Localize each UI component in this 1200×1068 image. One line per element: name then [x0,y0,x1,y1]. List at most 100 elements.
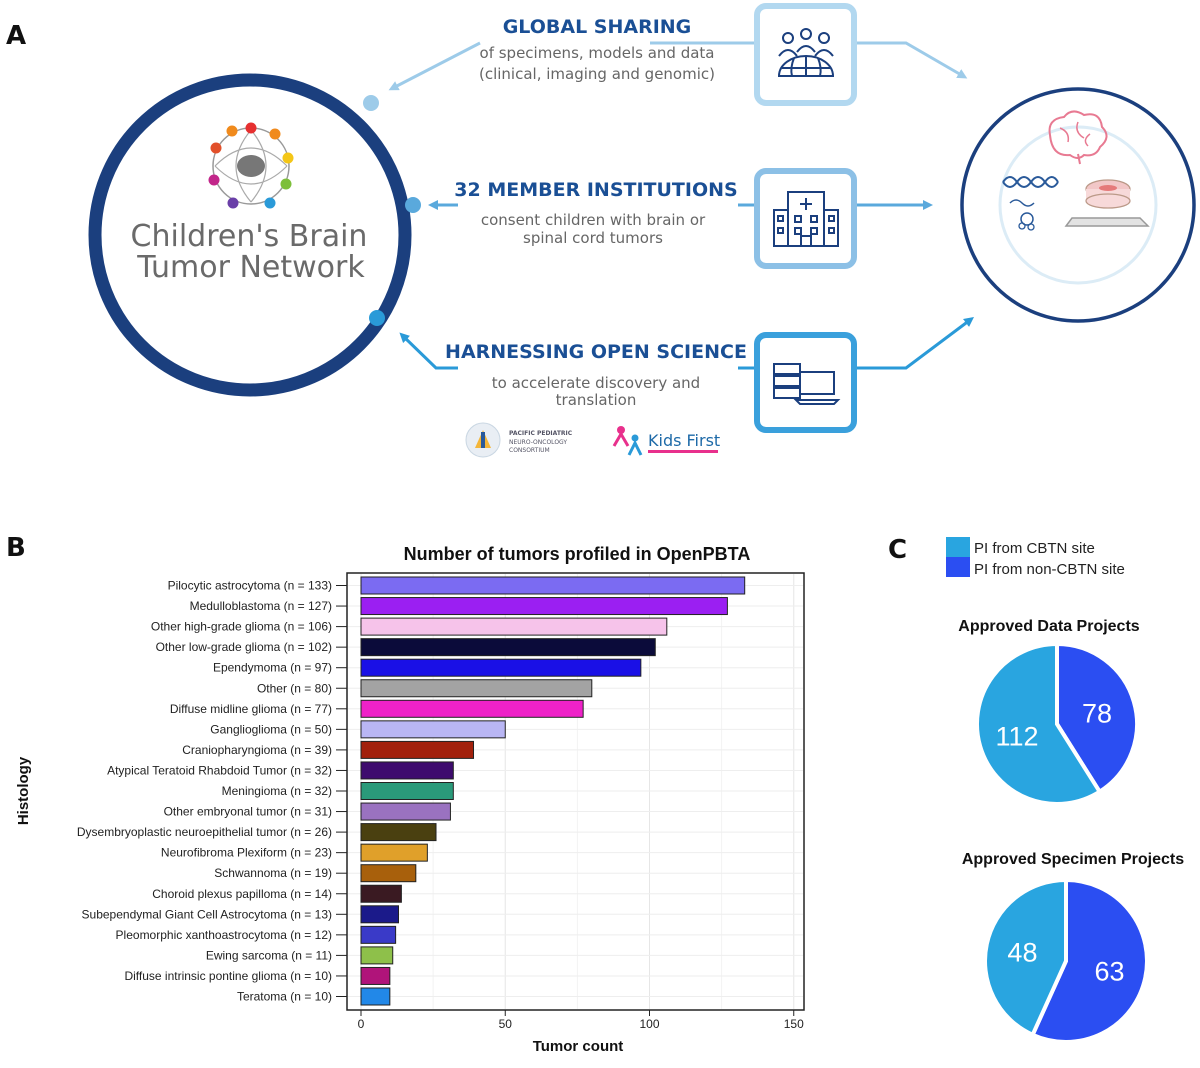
kids-first-name: Kids First [648,431,720,450]
legend-label-cbtn: PI from CBTN site [974,540,1095,557]
pnoc-logo-line1: PACIFIC PEDIATRIC [509,430,573,437]
bar-chart-x-ticks: 0 50 100 150 [358,1010,804,1031]
bar-category-label: Atypical Teratoid Rhabdoid Tumor (n = 32… [107,763,332,777]
bar [360,864,417,883]
bar-chart-title: Number of tumors profiled in OpenPBTA [404,544,751,564]
pnoc-logo: PACIFIC PEDIATRIC NEURO-ONCOLOGY CONSORT… [465,422,573,458]
legend-swatch-non-cbtn [946,557,970,577]
bar-chart-x-axis-title: Tumor count [533,1038,624,1055]
global-sharing-arrow-left [388,41,481,91]
network-name-line1: Children's Brain [131,219,368,254]
pie-specimen-projects-title: Approved Specimen Projects [962,851,1184,868]
pnoc-logo-line3: CONSORTIUM [509,447,550,454]
bar-category-label: Other high-grade glioma (n = 106) [151,620,332,634]
bar [360,638,656,657]
bar [360,884,402,903]
bar-category-label: Meningioma (n = 32) [222,784,332,798]
pie-slice-cbtn [983,877,1068,1038]
bar-category-label: Choroid plexus papilloma (n = 14) [152,887,332,901]
open-science-node [369,310,385,326]
cell-icon [1009,199,1035,231]
bar-category-label: Subependymal Giant Cell Astrocytoma (n =… [82,907,332,921]
bar-category-label: Teratoma (n = 10) [237,990,332,1004]
kids-first-bar [648,450,718,453]
global-sharing-arrow-right [857,41,968,79]
people-globe-icon [777,28,835,77]
bar [360,720,506,739]
bar-category-label: Ganglioglioma (n = 50) [210,722,332,736]
brain-icon [1048,110,1108,165]
member-line2: spinal cord tumors [523,229,663,247]
kids-first-figures-icon [612,426,643,456]
connector-arrows [388,41,974,370]
hospital-icon [773,191,839,247]
x-tick-label: 100 [639,1017,659,1031]
panel-c-label: C [888,535,907,565]
bar-category-label: Other low-grade glioma (n = 102) [156,640,332,654]
bar-category-label: Diffuse intrinsic pontine glioma (n = 10… [124,969,332,983]
x-tick-label: 50 [499,1017,513,1031]
pie-value-cbtn: 112 [996,722,1039,752]
petri-dish-icon [1064,179,1150,227]
open-science-arrow-right [857,317,974,370]
dna-icon [1002,176,1059,188]
panel-c: C PI from CBTN site PI from non-CBTN sit… [888,535,1184,1044]
x-tick-label: 150 [784,1017,804,1031]
bar [360,617,668,636]
global-sharing-node [363,95,379,111]
bar [360,740,475,759]
open-science-line1: to accelerate discovery and [492,374,700,392]
bar-category-label: Neurofibroma Plexiform (n = 23) [161,846,332,860]
panel-b: B Number of tumors profiled in OpenPBTA … [6,533,805,1055]
bar [360,925,397,944]
bar [360,966,391,985]
cbtn-circle [88,73,412,397]
pie-specimen-projects: 63 48 [983,877,1149,1044]
bar [360,699,584,718]
bar-category-label: Other embryonal tumor (n = 31) [164,805,332,819]
bar [360,679,593,698]
bar [360,843,428,862]
member-line1: consent children with brain or [481,211,706,229]
pie-data-projects-title: Approved Data Projects [958,618,1139,635]
legend-swatch-cbtn [946,537,970,557]
bar-category-label: Medulloblastoma (n = 127) [190,599,332,613]
member-heading: 32 MEMBER INSTITUTIONS [454,179,737,201]
bar [360,946,394,965]
cbtn-logo-icon [208,122,294,209]
bar [360,658,642,677]
global-sharing-icon-box [754,3,857,106]
bar-category-label: Pleomorphic xanthoastrocytoma (n = 12) [116,928,332,942]
bar [360,761,454,780]
bar [360,597,728,616]
panel-a-label: A [6,21,26,51]
open-science-heading: HARNESSING OPEN SCIENCE [445,341,747,363]
bar [360,576,746,595]
pie-value-cbtn: 48 [1007,938,1037,968]
member-node [405,197,421,213]
bar-chart-y-axis-title: Histology [15,756,32,825]
bar [360,823,437,842]
bar [360,905,400,924]
pie-slice-non-cbtn [1029,877,1149,1044]
open-science-arrow-left [399,332,458,370]
pie-data-projects: 78 112 [975,641,1139,806]
global-sharing-line2: (clinical, imaging and genomic) [479,65,715,83]
panel-b-label: B [6,533,26,563]
legend-label-non-cbtn: PI from non-CBTN site [974,561,1125,578]
pie-value-non-cbtn: 78 [1082,698,1112,728]
bar-chart-category-labels: Pilocytic astrocytoma (n = 133) Medullobl… [77,579,347,1004]
open-science-icon-box [754,332,857,433]
bar-chart-bars [360,576,746,1006]
bar-category-label: Schwannoma (n = 19) [214,866,332,880]
x-tick-label: 0 [358,1017,365,1031]
kids-first-logo: Kids First [612,426,720,456]
pie-value-non-cbtn: 63 [1095,956,1125,986]
panel-a: A Children's Brain Tumor Network [6,3,1196,458]
pie-legend: PI from CBTN site PI from non-CBTN site [946,537,1125,578]
global-sharing-heading: GLOBAL SHARING [503,16,692,38]
global-sharing-line1: of specimens, models and data [480,44,715,62]
bar-category-label: Pilocytic astrocytoma (n = 133) [168,579,332,593]
pnoc-logo-line2: NEURO-ONCOLOGY [509,439,567,446]
bar-category-label: Craniopharyngioma (n = 39) [182,743,332,757]
